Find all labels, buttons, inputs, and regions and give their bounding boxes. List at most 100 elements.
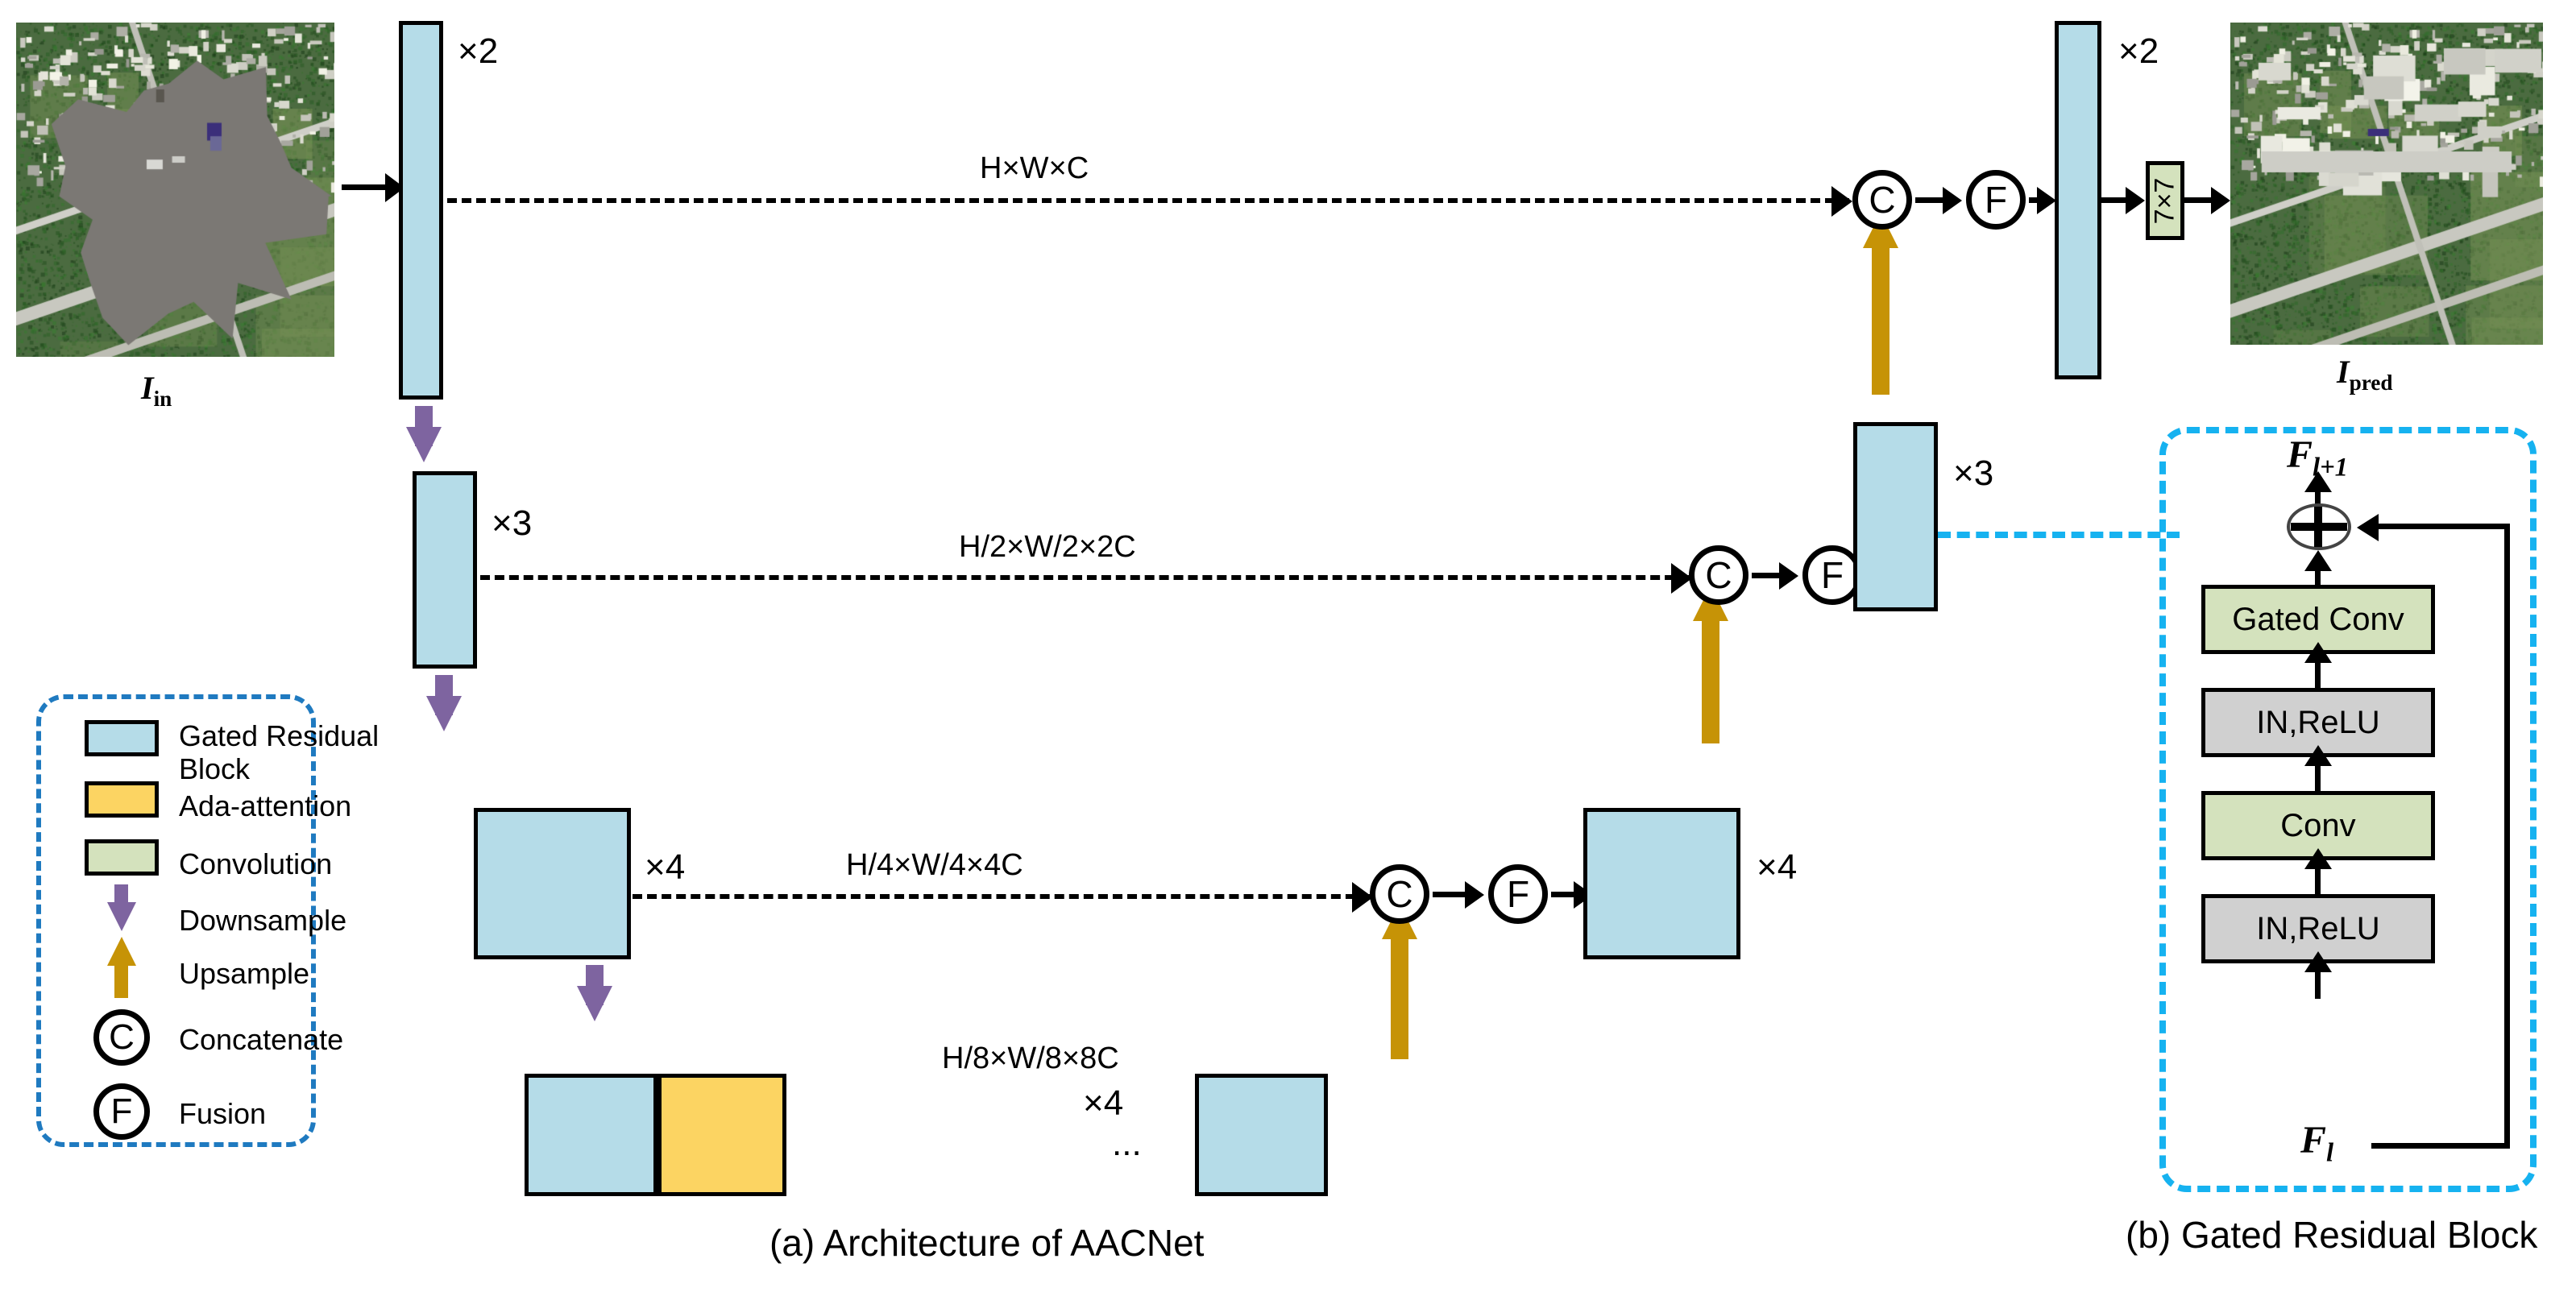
legend-label-gated-residual-block: Gated Residual Block	[179, 719, 380, 786]
downsample-arrow-3-head	[577, 986, 612, 1021]
skip-level1-dims: H×W×C	[980, 151, 1089, 185]
grb-add-icon-hbar	[2291, 523, 2347, 531]
downsample-arrow-1-head	[406, 427, 442, 462]
skip-connection-level3	[633, 894, 1370, 899]
legend-up-arrow-icon-head	[107, 937, 136, 966]
bottleneck-repeat: ×4	[1083, 1083, 1124, 1123]
upsample-arrow-3-shaft	[1391, 937, 1408, 1059]
legend-up-arrow-icon-shaft	[114, 963, 128, 998]
legend-box	[36, 694, 316, 1147]
grb-gatedconv-to-add-shaft	[2315, 562, 2321, 585]
grb-input-to-inrelu1-head	[2304, 951, 2332, 972]
skip-level3-dims: H/4×W/4×4C	[846, 848, 1023, 882]
level2-c-to-f-head	[1779, 562, 1798, 590]
legend-swatch-gated-residual-block	[85, 720, 159, 756]
decoder-to-conv7-shaft	[2101, 197, 2132, 203]
input-image-label: Iin	[141, 372, 172, 410]
decoder-block-level1[interactable]	[2055, 21, 2101, 379]
encoder-level2-repeat: ×3	[492, 503, 533, 543]
grb-inrelu1-to-conv-head	[2304, 848, 2332, 869]
grb-layer-in-relu-1[interactable]: IN,ReLU	[2201, 894, 2435, 963]
legend-circle-c-glyph: C	[109, 1017, 135, 1057]
decoder-level3-repeat: ×4	[1757, 847, 1798, 887]
upsample-arrow-1-shaft	[1872, 246, 1889, 395]
conv7-to-output-head	[2211, 187, 2230, 214]
conv7-to-output-shaft	[2184, 197, 2217, 203]
skip-level3-arrowhead	[1352, 882, 1373, 913]
grb-layer-conv-label: Conv	[2280, 807, 2356, 843]
encoder-block-level2[interactable]	[413, 471, 477, 669]
skip-connection-level1	[447, 198, 1849, 203]
concat-label-level2: C	[1705, 554, 1732, 596]
legend-swatch-convolution	[85, 839, 159, 876]
caption-panel-b: (b) Gated Residual Block	[2126, 1214, 2538, 1256]
grb-input-label: Fl	[2300, 1121, 2333, 1166]
upsample-arrow-2-shaft	[1702, 619, 1719, 743]
grb-layer-gated-conv-label: Gated Conv	[2232, 601, 2404, 637]
fusion-icon-level3[interactable]: F	[1488, 864, 1548, 924]
concat-icon-level1[interactable]: C	[1852, 170, 1912, 230]
skip-level2-dims: H/2×W/2×2C	[959, 530, 1136, 564]
final-conv-7x7-block[interactable]: 7×7	[2146, 161, 2184, 240]
grb-conv-to-inrelu2-head	[2304, 745, 2332, 766]
decoder-block-level3[interactable]	[1583, 808, 1740, 959]
grb-inrelu1-to-conv-shaft	[2315, 860, 2321, 894]
bottleneck-dims: H/8×W/8×8C	[942, 1041, 1119, 1075]
grb-inrelu2-to-gatedconv-head	[2304, 642, 2332, 663]
grb-residual-line-top	[2379, 524, 2510, 529]
grb-layer-in-relu-2-label: IN,ReLU	[2256, 704, 2380, 740]
fusion-icon-level1[interactable]: F	[1966, 170, 2026, 230]
panel-b-box	[2159, 427, 2537, 1192]
legend-label-upsample: Upsample	[179, 957, 310, 990]
legend-label-fusion: Fusion	[179, 1097, 267, 1130]
level1-f-to-block-head	[2037, 187, 2056, 214]
decoder-block-level2[interactable]	[1853, 422, 1938, 611]
level1-c-to-f-shaft	[1915, 197, 1951, 203]
skip-level1-arrowhead	[1831, 186, 1852, 217]
grb-residual-line-vertical	[2504, 524, 2510, 1149]
grb-inrelu2-to-gatedconv-shaft	[2315, 654, 2321, 688]
legend-label-convolution: Convolution	[179, 847, 333, 880]
bottleneck-gated-residual-block[interactable]	[525, 1074, 657, 1196]
decoder-level2-repeat: ×3	[1953, 453, 1994, 493]
level2-c-to-f-shaft	[1752, 573, 1787, 578]
encoder-block-level3[interactable]	[474, 808, 631, 959]
grb-layer-in-relu-1-label: IN,ReLU	[2256, 910, 2380, 946]
encoder-level3-repeat: ×4	[645, 847, 686, 887]
output-image-label: Ipred	[2337, 356, 2392, 394]
output-satellite-image	[2230, 23, 2543, 345]
input-label-main: I	[141, 370, 154, 406]
grb-residual-line-bottom	[2371, 1143, 2510, 1149]
legend-label-concatenate: Concatenate	[179, 1023, 344, 1056]
output-label-main: I	[2337, 354, 2350, 390]
grb-input-label-main: F	[2300, 1119, 2327, 1162]
concat-label-level1: C	[1869, 179, 1896, 221]
bottleneck-ada-attention-block[interactable]	[657, 1074, 786, 1196]
level1-c-to-f-head	[1943, 187, 1962, 214]
fusion-label-level3: F	[1506, 873, 1530, 915]
concat-icon-level3[interactable]: C	[1370, 864, 1429, 924]
fusion-label-level1: F	[1984, 179, 2008, 221]
legend-swatch-ada-attention	[85, 781, 159, 818]
concat-icon-level2[interactable]: C	[1689, 545, 1748, 605]
legend-label-downsample: Downsample	[179, 904, 347, 937]
legend-circle-f-glyph: F	[110, 1091, 133, 1131]
level3-f-to-block-shaft	[1551, 892, 1583, 897]
grb-residual-arrowhead	[2357, 514, 2379, 541]
grb-conv-to-inrelu2-shaft	[2315, 757, 2321, 791]
encoder-block-level1[interactable]	[399, 21, 443, 400]
decoder-to-conv7-head	[2126, 187, 2145, 214]
grb-input-label-sub: l	[2326, 1138, 2334, 1168]
level3-c-to-f-shaft	[1433, 892, 1473, 897]
output-label-sub: pred	[2349, 371, 2393, 395]
encoder-level1-repeat: ×2	[458, 31, 499, 71]
caption-panel-a: (a) Architecture of AACNet	[769, 1222, 1205, 1264]
downsample-arrow-2-head	[426, 696, 462, 731]
legend-circle-f-icon: F	[93, 1083, 150, 1140]
grb-input-to-inrelu1-shaft	[2315, 963, 2321, 999]
legend-down-arrow-icon-head	[107, 902, 136, 931]
grb-plus-to-output-head	[2304, 471, 2332, 492]
bottleneck-gated-residual-block-last[interactable]	[1195, 1074, 1328, 1196]
level3-c-to-f-head	[1465, 881, 1484, 909]
grb-gatedconv-to-add-head	[2304, 550, 2332, 571]
